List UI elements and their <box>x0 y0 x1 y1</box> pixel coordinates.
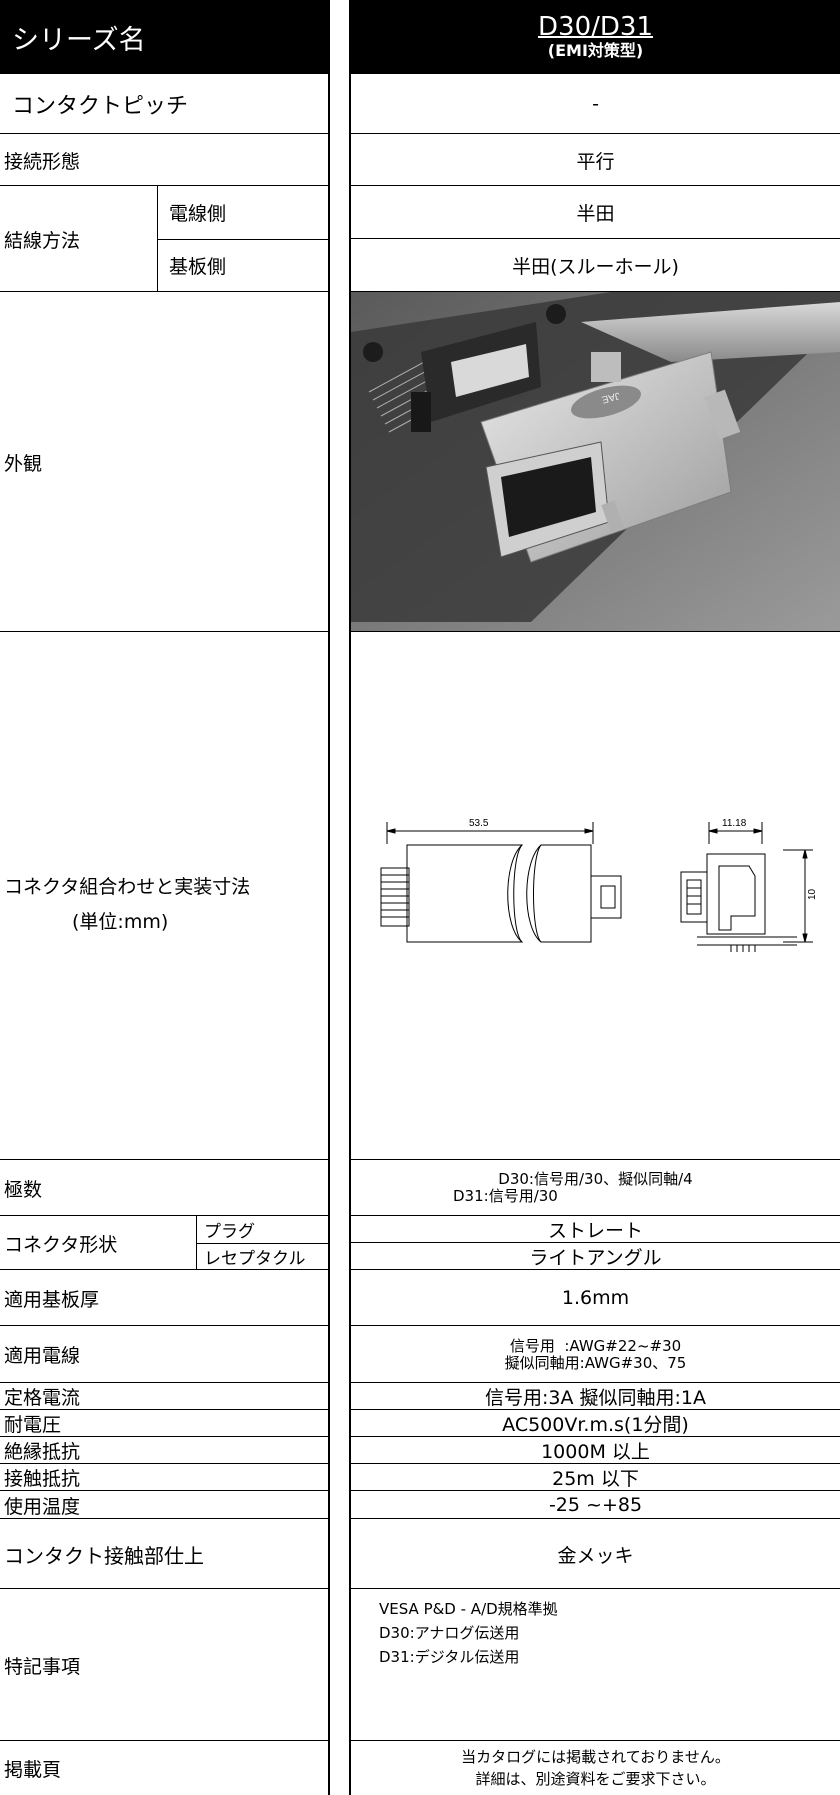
board-thickness-label: 適用基板厚 <box>4 1288 100 1311</box>
finish-label: コンタクト接触部仕上 <box>4 1543 204 1568</box>
page-line-2: 詳細は、別途資料をご要求下さい。 <box>475 1770 716 1788</box>
wire-line-1: 信号用 :AWG#22~#30 <box>509 1336 682 1355</box>
connection-form-value-cell: 平行 <box>351 134 840 186</box>
connector-photo: JAE <box>351 292 840 631</box>
contact-pitch-label-cell: コンタクトピッチ <box>0 74 328 134</box>
notes-list: VESA P&D - A/D規格準拠 D30:アナログ伝送用 D31:デジタル伝… <box>379 1597 558 1669</box>
insulation-value-cell: 1000M 以上 <box>351 1437 840 1464</box>
connection-form-label: 接続形態 <box>4 150 81 173</box>
dim-length: 53.5 <box>469 818 489 829</box>
dimensions-label-cell: コネクタ組合わせと実装寸法 (単位:mm) <box>0 632 328 1160</box>
series-label: シリーズ名 <box>12 24 146 56</box>
board-thickness-value-cell: 1.6mm <box>351 1270 840 1326</box>
series-subtitle: (EMI対策型) <box>547 41 644 60</box>
appearance-value-cell: JAE <box>351 292 840 632</box>
appearance-label: 外観 <box>4 452 43 475</box>
receptacle-value: ライトアングル <box>529 1247 662 1269</box>
wiring-method-value-cell: 半田 半田(スルーホール) <box>351 186 840 292</box>
dimension-drawing: 53.5 11.18 10 <box>380 818 818 952</box>
shape-label: コネクタ形状 <box>4 1233 118 1256</box>
finish-value: 金メッキ <box>557 1544 634 1567</box>
poles-value-cell: D30:信号用/30、擬似同軸/4 D31:信号用/30 <box>351 1160 840 1216</box>
contact-resistance-value-cell: 25m 以下 <box>351 1464 840 1491</box>
notes-item: D30:アナログ伝送用 <box>379 1624 520 1642</box>
wiring-method-label-cell: 結線方法 電線側 基板側 <box>0 186 328 292</box>
finish-value-cell: 金メッキ <box>351 1519 840 1589</box>
temperature-label-cell: 使用温度 <box>0 1491 328 1519</box>
connection-form-label-cell: 接続形態 <box>0 134 328 186</box>
page-line-1: 当カタログには掲載されておりません。 <box>461 1748 730 1766</box>
spec-label-column: シリーズ名 コンタクトピッチ 接続形態 結線方法 電線側 基板側 外観 コネクタ… <box>0 0 330 1795</box>
current-label-cell: 定格電流 <box>0 1383 328 1410</box>
notes-label: 特記事項 <box>4 1655 81 1678</box>
series-label-cell: シリーズ名 <box>0 0 328 74</box>
poles-label-cell: 極数 <box>0 1160 328 1216</box>
insulation-label: 絶縁抵抗 <box>4 1441 81 1463</box>
voltage-value: AC500Vr.m.s(1分間) <box>502 1414 689 1436</box>
notes-item: D31:デジタル伝送用 <box>379 1648 520 1666</box>
series-name: D30/D31 <box>538 12 653 42</box>
current-label: 定格電流 <box>4 1387 81 1409</box>
wire-value-cell: 信号用 :AWG#22~#30 擬似同軸用:AWG#30、75 <box>351 1326 840 1383</box>
wire-label-cell: 適用電線 <box>0 1326 328 1383</box>
voltage-value-cell: AC500Vr.m.s(1分間) <box>351 1410 840 1437</box>
poles-line-1: D30:信号用/30、擬似同軸/4 <box>498 1170 693 1188</box>
contact-pitch-value-cell: - <box>351 74 840 134</box>
dimensions-label: コネクタ組合わせと実装寸法 <box>4 876 251 898</box>
voltage-label-cell: 耐電圧 <box>0 1410 328 1437</box>
temperature-value-cell: -25 ~+85 <box>351 1491 840 1519</box>
dim-height: 10 <box>807 888 818 900</box>
temperature-label: 使用温度 <box>4 1495 81 1518</box>
page-label: 掲載頁 <box>4 1758 62 1781</box>
contact-resistance-value: 25m 以下 <box>552 1468 639 1490</box>
current-value: 信号用:3A 擬似同軸用:1A <box>484 1387 706 1409</box>
connection-form-value: 平行 <box>576 150 615 173</box>
board-side-value: 半田(スルーホール) <box>512 256 679 278</box>
insulation-label-cell: 絶縁抵抗 <box>0 1437 328 1464</box>
wire-side-label: 電線側 <box>169 203 227 225</box>
logo-text: JAE <box>600 389 621 404</box>
wire-label: 適用電線 <box>4 1345 81 1367</box>
board-thickness-label-cell: 適用基板厚 <box>0 1270 328 1326</box>
shape-value-cell: ストレート ライトアングル <box>351 1216 840 1270</box>
contact-resistance-label: 接触抵抗 <box>4 1468 81 1490</box>
wire-side-value: 半田 <box>351 186 840 239</box>
board-side-label: 基板側 <box>169 256 227 278</box>
page-value-cell: 当カタログには掲載されておりません。 詳細は、別途資料をご要求下さい。 <box>351 1741 840 1795</box>
notes-item: VESA P&D - A/D規格準拠 <box>379 1600 558 1618</box>
appearance-label-cell: 外観 <box>0 292 328 632</box>
dimensions-value-cell: 53.5 11.18 10 <box>351 632 840 1160</box>
poles-line-2: D31:信号用/30 <box>453 1187 558 1205</box>
poles-label: 極数 <box>4 1178 43 1201</box>
finish-label-cell: コンタクト接触部仕上 <box>0 1519 328 1589</box>
contact-pitch-value: - <box>592 93 599 115</box>
current-value-cell: 信号用:3A 擬似同軸用:1A <box>351 1383 840 1410</box>
notes-label-cell: 特記事項 <box>0 1589 328 1741</box>
series-name-cell: D30/D31 (EMI対策型) <box>351 0 840 74</box>
temperature-value: -25 ~+85 <box>548 1494 643 1516</box>
plug-label: プラグ <box>204 1222 255 1242</box>
plug-value: ストレート <box>351 1216 840 1243</box>
dimensions-unit: (単位:mm) <box>72 911 169 933</box>
insulation-value: 1000M 以上 <box>541 1441 650 1463</box>
receptacle-label: レセプタクル <box>204 1249 306 1269</box>
dim-width: 11.18 <box>722 818 747 829</box>
wire-line-2: 擬似同軸用:AWG#30、75 <box>504 1353 687 1372</box>
contact-pitch-label: コンタクトピッチ <box>12 94 189 119</box>
shape-label-cell: コネクタ形状 プラグ レセプタクル <box>0 1216 328 1270</box>
notes-value-cell: VESA P&D - A/D規格準拠 D30:アナログ伝送用 D31:デジタル伝… <box>351 1589 840 1741</box>
spec-value-column: D30/D31 (EMI対策型) - 平行 半田 半田(スルーホール) <box>349 0 840 1795</box>
board-thickness-value: 1.6mm <box>561 1287 630 1309</box>
page-label-cell: 掲載頁 <box>0 1741 328 1795</box>
wiring-method-label: 結線方法 <box>4 229 81 252</box>
contact-resistance-label-cell: 接触抵抗 <box>0 1464 328 1491</box>
voltage-label: 耐電圧 <box>4 1414 62 1436</box>
